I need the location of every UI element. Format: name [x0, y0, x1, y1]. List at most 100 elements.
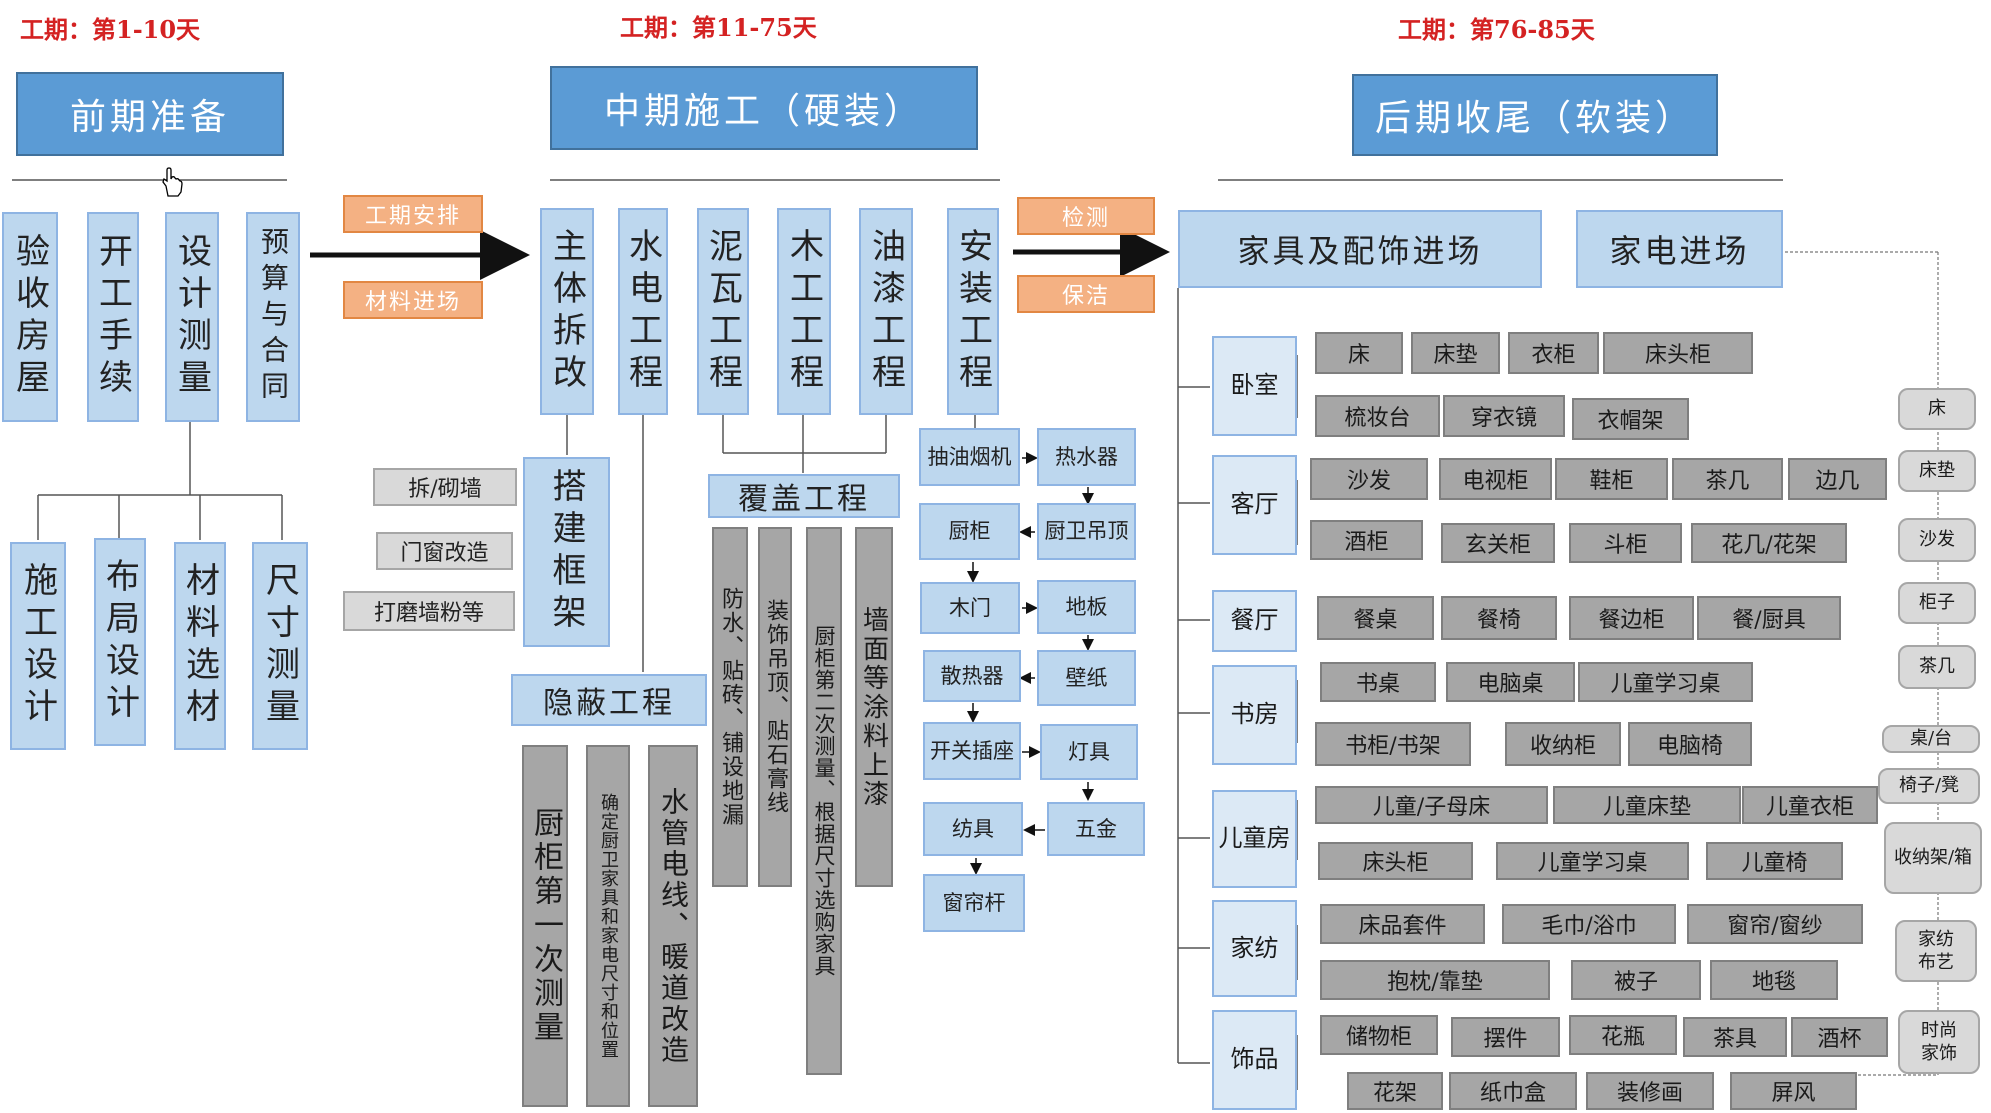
install-floor: 地板 — [1037, 580, 1136, 634]
hidden-item-3: 水管电线、暖道改造 — [648, 745, 698, 1107]
item-tv-cabinet: 电视柜 — [1439, 458, 1552, 500]
item-carpet: 地毯 — [1710, 960, 1838, 1000]
item-dining-table: 餐桌 — [1317, 596, 1434, 640]
item-cushions: 抱枕/靠垫 — [1320, 960, 1550, 1000]
room-kids: 儿童房 — [1212, 790, 1297, 888]
header-soft: 后期收尾（软装） — [1352, 74, 1718, 156]
item-side-table: 边几 — [1788, 458, 1887, 500]
prep-item-budget: 预算与合同 — [246, 212, 300, 422]
item-dresser: 梳妆台 — [1315, 395, 1440, 437]
item-kids-study-desk-2: 儿童学习桌 — [1496, 842, 1689, 880]
install-curtain-rod: 窗帘杆 — [923, 874, 1025, 932]
item-bookshelf: 书柜/书架 — [1315, 722, 1471, 766]
label-cleaning: 保洁 — [1017, 275, 1155, 313]
item-sideboard: 餐边柜 — [1569, 596, 1694, 640]
phase-label-2: 工期：第11-75天 — [620, 13, 817, 42]
prep-design-dimension: 尺寸测量 — [252, 542, 308, 750]
soft-furniture: 家具及配饰进场 — [1178, 210, 1542, 288]
cover-item-1: 防水、贴砖、铺设地漏 — [712, 527, 748, 887]
cover-item-4: 墙面等涂料上漆 — [855, 527, 893, 887]
dismantle-wall: 拆/砌墙 — [373, 468, 517, 506]
item-kids-mattress: 儿童床垫 — [1553, 786, 1741, 824]
phase-label-3: 工期：第76-85天 — [1398, 15, 1595, 44]
item-coat-rack: 衣帽架 — [1572, 398, 1689, 440]
prep-item-accept: 验收房屋 — [2, 212, 58, 422]
prep-item-design-measure: 设计测量 — [165, 212, 219, 422]
item-desk: 书桌 — [1320, 662, 1436, 702]
prep-item-permit: 开工手续 — [87, 212, 139, 422]
item-storage-cabinet: 收纳柜 — [1505, 722, 1621, 766]
room-study: 书房 — [1212, 665, 1297, 765]
item-tableware: 餐/厨具 — [1697, 596, 1841, 640]
right-item-storage: 收纳架/箱 — [1884, 822, 1982, 894]
item-tea-table: 茶几 — [1672, 458, 1783, 500]
item-kids-chair: 儿童椅 — [1706, 842, 1843, 880]
hidden-item-1: 厨柜第一次测量 — [522, 745, 568, 1107]
item-computer-desk: 电脑桌 — [1446, 662, 1575, 702]
install-lamps: 灯具 — [1040, 724, 1138, 780]
dismantle-window: 门窗改造 — [376, 532, 513, 570]
item-flower-stand: 花几/花架 — [1691, 523, 1847, 563]
right-item-decor: 时尚家饰 — [1898, 1010, 1980, 1074]
hand-cursor-icon — [160, 166, 184, 200]
hidden-item-2: 确定厨卫家具和家电尺寸和位置 — [586, 745, 630, 1107]
item-ornament: 摆件 — [1451, 1017, 1560, 1057]
item-screen: 屏风 — [1730, 1072, 1857, 1110]
item-chest: 斗柜 — [1569, 523, 1682, 563]
phase-label-1: 工期：第1-10天 — [20, 15, 201, 44]
room-textile: 家纺 — [1212, 900, 1297, 997]
install-radiator: 散热器 — [923, 650, 1021, 702]
item-dining-chair: 餐椅 — [1441, 596, 1557, 640]
item-vase: 花瓶 — [1569, 1015, 1677, 1055]
dismantle-sanding: 打磨墙粉等 — [343, 591, 515, 631]
mid-item-installation: 安装工程 — [947, 208, 999, 415]
item-painting: 装修画 — [1586, 1072, 1714, 1110]
item-curtains: 窗帘/窗纱 — [1687, 904, 1863, 944]
mid-item-plumbing-electric: 水电工程 — [618, 208, 668, 415]
install-hardware: 五金 — [1047, 802, 1145, 856]
item-sofa: 沙发 — [1310, 458, 1428, 500]
item-kids-nightstand: 床头柜 — [1318, 842, 1473, 880]
item-towels: 毛巾/浴巾 — [1502, 904, 1676, 944]
item-bed: 床 — [1315, 332, 1403, 374]
item-nightstand: 床头柜 — [1603, 332, 1753, 374]
item-tissue-box: 纸巾盒 — [1449, 1072, 1577, 1110]
item-mattress: 床垫 — [1411, 332, 1500, 374]
item-entry-cabinet: 玄关柜 — [1441, 523, 1555, 563]
item-wine-glass: 酒杯 — [1791, 1017, 1888, 1057]
right-item-table: 桌/台 — [1882, 725, 1980, 753]
mid-item-demolition: 主体拆改 — [540, 208, 594, 415]
room-living: 客厅 — [1212, 455, 1297, 555]
mid-item-painting: 油漆工程 — [859, 208, 913, 415]
install-switch-socket: 开关插座 — [923, 722, 1021, 780]
item-quilt: 被子 — [1571, 960, 1701, 1000]
install-range-hood: 抽油烟机 — [919, 428, 1020, 486]
item-flower-rack: 花架 — [1347, 1072, 1443, 1110]
prep-design-material: 材料选材 — [174, 542, 226, 750]
right-item-sofa: 沙发 — [1898, 518, 1976, 562]
item-mirror: 穿衣镜 — [1443, 395, 1565, 437]
item-tea-set: 茶具 — [1683, 1017, 1787, 1057]
cover-item-3: 厨柜第二次测量、根据尺寸选购家具 — [806, 527, 842, 1075]
label-schedule: 工期安排 — [343, 195, 483, 233]
mid-cover: 覆盖工程 — [708, 474, 900, 518]
mid-hidden: 隐蔽工程 — [511, 674, 707, 726]
item-storage: 储物柜 — [1320, 1015, 1438, 1055]
label-inspection: 检测 — [1017, 197, 1155, 235]
room-dining: 餐厅 — [1212, 590, 1297, 652]
right-item-bed: 床 — [1898, 388, 1976, 430]
mid-item-carpentry: 木工工程 — [777, 208, 831, 415]
right-item-mattress: 床垫 — [1898, 450, 1976, 492]
item-kids-wardrobe: 儿童衣柜 — [1742, 786, 1878, 824]
item-kids-study-desk: 儿童学习桌 — [1578, 662, 1753, 702]
install-cabinet: 厨柜 — [919, 503, 1020, 560]
install-door: 木门 — [920, 582, 1020, 634]
room-decor: 饰品 — [1212, 1010, 1297, 1110]
label-material-arrival: 材料进场 — [343, 281, 483, 319]
right-item-tea-table: 茶几 — [1898, 645, 1976, 689]
item-shoe-cabinet: 鞋柜 — [1555, 458, 1668, 500]
right-item-chair: 椅子/凳 — [1878, 768, 1980, 804]
item-wine-cabinet: 酒柜 — [1310, 520, 1423, 560]
mid-dajian: 搭建框架 — [523, 457, 610, 647]
install-textile: 纺具 — [923, 802, 1023, 856]
